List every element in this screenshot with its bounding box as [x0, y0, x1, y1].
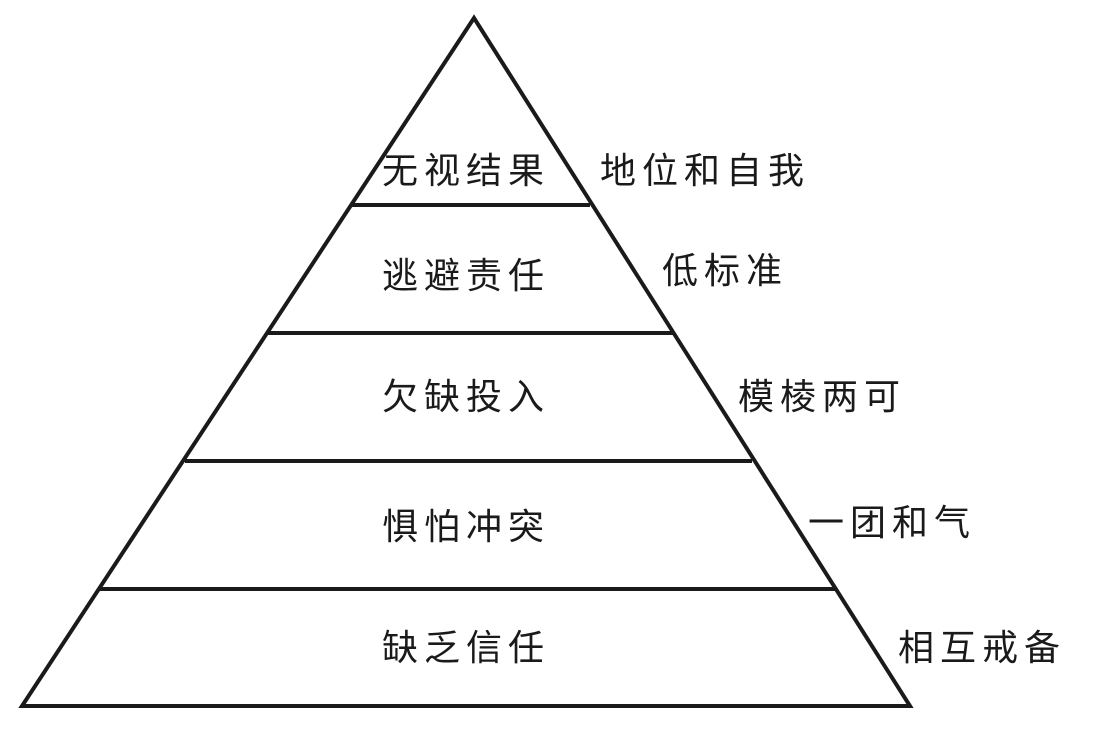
level-label-results: 无视结果 — [381, 151, 551, 192]
level-label-accountability: 逃避责任 — [381, 256, 551, 297]
level-label-conflict: 惧怕冲突 — [381, 507, 551, 548]
level-label-commitment: 欠缺投入 — [381, 377, 551, 418]
level-annotation-low-standards: 低标准 — [662, 251, 789, 292]
level-annotation-ambiguity: 模棱两可 — [738, 377, 907, 418]
level-annotation-status-ego: 地位和自我 — [600, 151, 811, 192]
level-annotation-artificial-harmony: 一团和气 — [808, 503, 977, 544]
pyramid-outline — [18, 14, 914, 708]
level-annotation-invulnerability: 相互戒备 — [898, 628, 1067, 669]
level-label-trust: 缺乏信任 — [381, 628, 551, 669]
